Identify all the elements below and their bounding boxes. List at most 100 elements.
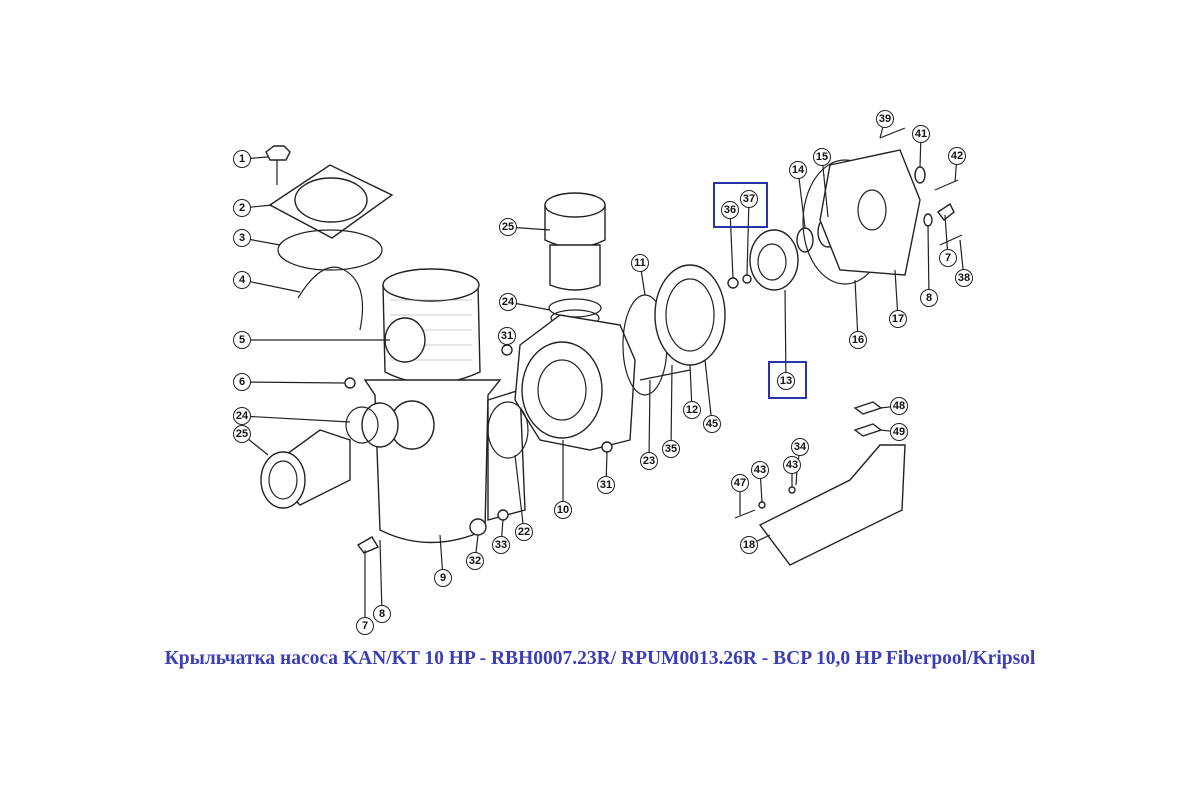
clip-part [297, 266, 364, 331]
callout-5: 5 [233, 331, 251, 349]
svg-text:49: 49 [893, 426, 905, 438]
callout-7: 7 [939, 249, 957, 267]
svg-text:24: 24 [236, 410, 249, 422]
leader-line [927, 225, 930, 299]
svg-text:43: 43 [786, 459, 798, 471]
callout-42: 42 [948, 147, 966, 165]
callout-17: 17 [889, 310, 907, 328]
svg-text:2: 2 [239, 202, 245, 214]
leader-line [670, 364, 673, 450]
callout-48: 48 [890, 397, 908, 415]
knob-part [265, 145, 291, 161]
callout-32: 32 [466, 552, 484, 570]
leader-line [797, 169, 806, 229]
callout-11: 11 [631, 254, 649, 272]
leader-line [379, 539, 383, 615]
highlight-box-13 [768, 361, 807, 399]
leader-line [648, 379, 651, 462]
callout-38: 38 [955, 269, 973, 287]
callout-37: 37 [740, 190, 758, 208]
svg-text:8: 8 [379, 608, 385, 620]
callout-8: 8 [373, 605, 391, 623]
callout-1: 1 [233, 150, 251, 168]
svg-text:34: 34 [794, 441, 807, 453]
callout-2: 2 [233, 199, 251, 217]
callout-43: 43 [751, 461, 769, 479]
svg-text:4: 4 [239, 274, 246, 286]
svg-text:47: 47 [734, 477, 746, 489]
callout-31: 31 [498, 327, 516, 345]
svg-text:11: 11 [634, 257, 646, 269]
leader-line [241, 415, 351, 423]
callout-18: 18 [740, 536, 758, 554]
oring-part [277, 229, 383, 271]
svg-text:48: 48 [893, 400, 905, 412]
callout-6: 6 [233, 373, 251, 391]
callout-25: 25 [233, 425, 251, 443]
callout-49: 49 [890, 423, 908, 441]
leader-line [241, 381, 346, 384]
callout-25: 25 [499, 218, 517, 236]
svg-text:25: 25 [502, 221, 514, 233]
callout-3: 3 [233, 229, 251, 247]
leader-line [784, 289, 787, 382]
svg-text:38: 38 [958, 272, 970, 284]
callout-24: 24 [233, 407, 251, 425]
leader-line [729, 209, 734, 279]
svg-text:1: 1 [239, 153, 245, 165]
callout-16: 16 [849, 331, 867, 349]
leader-lines [241, 118, 965, 626]
svg-text:18: 18 [743, 539, 755, 551]
leader-line [854, 279, 859, 341]
callout-23: 23 [640, 452, 658, 470]
callout-8: 8 [920, 289, 938, 307]
svg-text:15: 15 [816, 151, 828, 163]
leader-line [821, 156, 829, 218]
svg-text:39: 39 [879, 113, 891, 125]
callout-35: 35 [662, 440, 680, 458]
svg-text:14: 14 [792, 164, 805, 176]
svg-text:31: 31 [501, 330, 513, 342]
callout-36: 36 [721, 201, 739, 219]
svg-text:24: 24 [502, 296, 515, 308]
leader-line [514, 454, 525, 533]
svg-text:23: 23 [643, 455, 655, 467]
callout-31: 31 [597, 476, 615, 494]
callout-10: 10 [554, 501, 572, 519]
svg-text:17: 17 [892, 313, 904, 325]
callout-41: 41 [912, 125, 930, 143]
callout-33: 33 [492, 536, 510, 554]
callout-22: 22 [515, 523, 533, 541]
callout-7: 7 [356, 617, 374, 635]
callout-9: 9 [434, 569, 452, 587]
svg-text:43: 43 [754, 464, 766, 476]
callout-14: 14 [789, 161, 807, 179]
oring-part-37 [742, 274, 752, 284]
svg-text:36: 36 [724, 204, 736, 216]
highlight-box-36-37 [713, 182, 768, 228]
svg-text:32: 32 [469, 555, 481, 567]
callout-47: 47 [731, 474, 749, 492]
callout-4: 4 [233, 271, 251, 289]
callout-24: 24 [499, 293, 517, 311]
svg-text:37: 37 [743, 193, 755, 205]
base-part [758, 444, 906, 566]
washer-part-36 [727, 277, 739, 289]
svg-text:35: 35 [665, 443, 677, 455]
pump-parts [260, 127, 963, 566]
svg-text:22: 22 [518, 526, 530, 538]
svg-text:5: 5 [239, 334, 245, 346]
callout-12: 12 [683, 401, 701, 419]
callout-13: 13 [777, 372, 795, 390]
svg-text:31: 31 [600, 479, 612, 491]
svg-text:13: 13 [780, 375, 792, 387]
caption: Крыльчатка насоса KAN/KT 10 HP - RBH0007… [164, 648, 1036, 669]
svg-text:25: 25 [236, 428, 248, 440]
callout-43: 43 [783, 456, 801, 474]
impeller-part [749, 229, 799, 291]
flange-part [819, 149, 921, 276]
svg-text:7: 7 [362, 620, 368, 632]
callout-labels: 1234562425789323322103123354512112425313… [233, 110, 973, 635]
leader-line [704, 359, 713, 425]
